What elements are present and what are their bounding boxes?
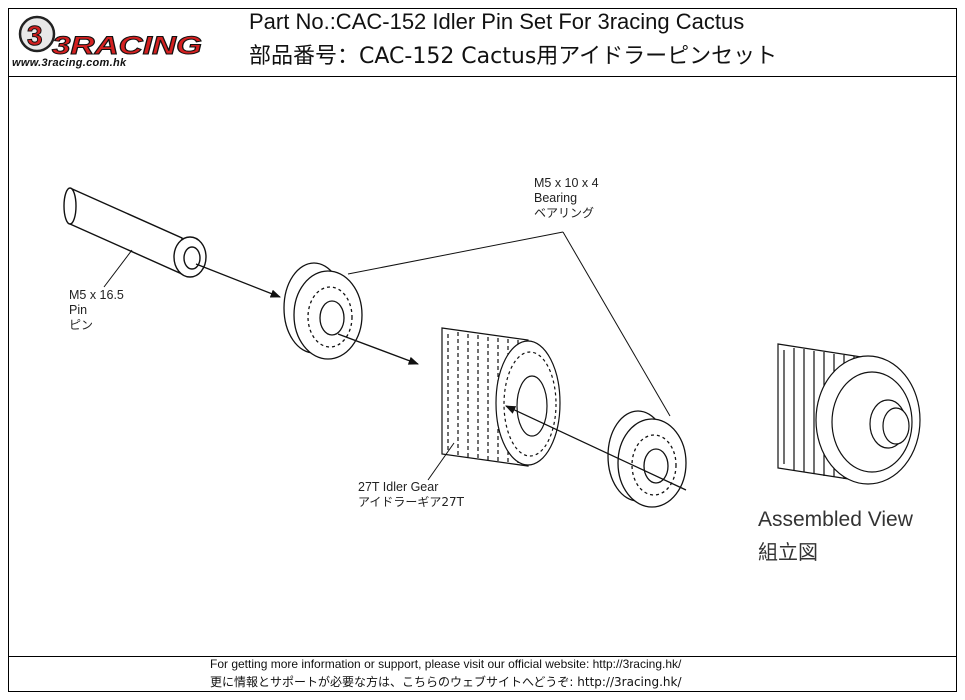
- svg-text:3: 3: [27, 20, 43, 51]
- pin-part: [63, 187, 207, 278]
- bearing-arrow-2: [505, 405, 687, 491]
- pin-size: M5 x 16.5: [69, 288, 124, 302]
- logo-3-emblem: 3: [18, 15, 56, 53]
- pin-arrow: [195, 263, 281, 298]
- pin-name-jp: ピン: [69, 318, 94, 332]
- bearing-right: [607, 410, 687, 508]
- assembled-gear: [777, 343, 921, 485]
- bearing-size: M5 x 10 x 4: [534, 176, 599, 190]
- page-frame: [8, 8, 957, 692]
- footer-text-en: For getting more information or support,…: [210, 657, 682, 671]
- logo-wordmark: 3RACING: [52, 32, 202, 60]
- pin-leader-line: [103, 249, 133, 288]
- bearing-leader-right: [562, 231, 671, 417]
- gear-name-jp: アイドラーギア27T: [358, 495, 465, 509]
- page-title-en: Part No.:CAC-152 Idler Pin Set For 3raci…: [249, 9, 745, 34]
- assembled-view-label: Assembled View: [758, 508, 913, 531]
- page-title-jp: 部品番号：CAC-152 Cactus用アイドラーピンセット: [249, 44, 778, 69]
- exploded-diagram: [63, 187, 921, 508]
- bearing-name-jp: ベアリング: [534, 206, 595, 220]
- gear-name: 27T Idler Gear: [358, 480, 439, 494]
- footer-divider: [8, 656, 957, 657]
- pin-name: Pin: [69, 303, 88, 317]
- bearing-leader-left: [347, 231, 564, 275]
- brand-logo: 3 3RACING: [18, 15, 203, 61]
- logo-website: www.3racing.com.hk: [12, 57, 127, 69]
- footer-text-jp: 更に情報とサポートが必要な方は、こちらのウェブサイトへどうぞ: http://3…: [210, 675, 682, 689]
- gear-part: [441, 327, 561, 467]
- gear-leader-line: [427, 442, 455, 481]
- gear-label: 27T Idler Gear アイドラーギア27T: [358, 480, 464, 510]
- bearing-label: M5 x 10 x 4 Bearing ベアリング: [534, 176, 599, 221]
- pin-label: M5 x 16.5 Pin ピン: [69, 288, 124, 333]
- assembled-view-label-jp: 組立図: [758, 540, 818, 564]
- bearing-left: [283, 262, 363, 360]
- bearing-name: Bearing: [534, 191, 578, 205]
- header-divider: [8, 76, 957, 77]
- bearing-arrow-1: [337, 333, 419, 365]
